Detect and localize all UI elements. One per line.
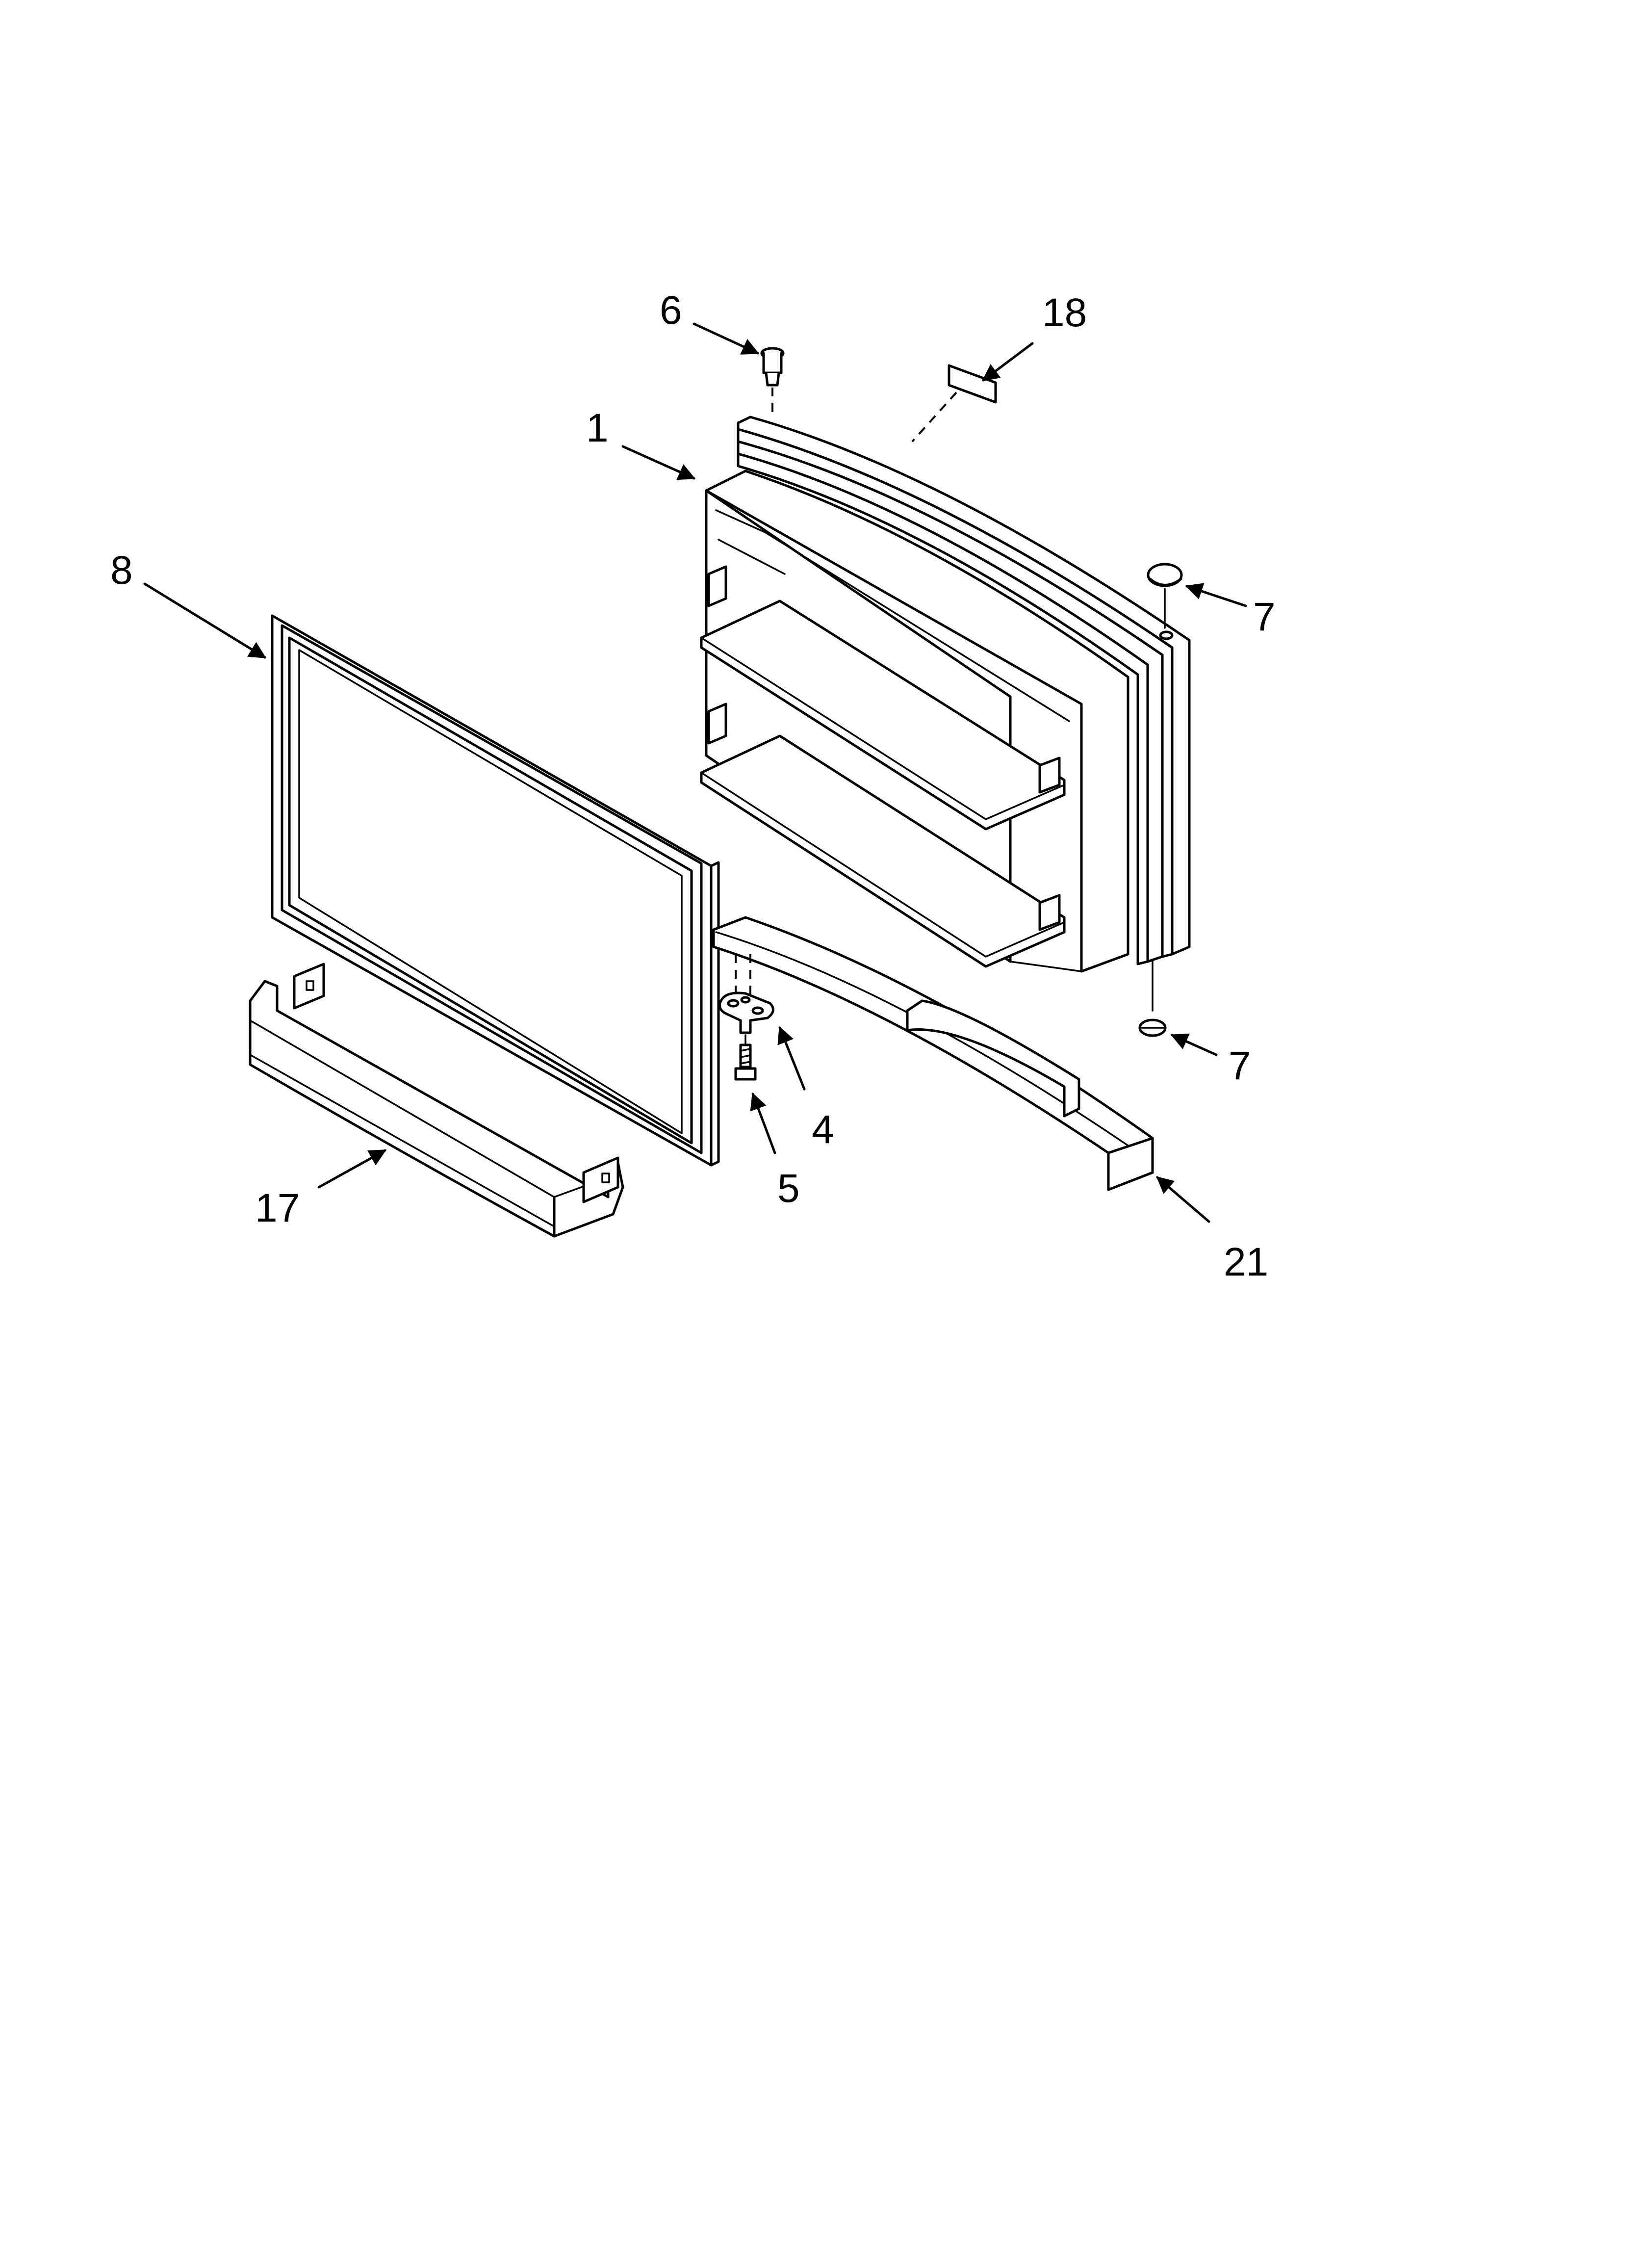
callout-part-5: 5 — [777, 1166, 800, 1211]
callout-part-1: 1 — [586, 406, 609, 450]
callout-part-6: 6 — [660, 288, 682, 333]
arrow-part-5 — [750, 1092, 776, 1154]
callout-part-8: 8 — [110, 548, 133, 593]
arrow-part-4 — [777, 1026, 806, 1091]
arrow-part-7-top — [1185, 583, 1247, 607]
screw-part — [734, 1034, 757, 1081]
door-liner-part — [700, 416, 1191, 973]
hinge-bracket-part — [718, 954, 774, 1034]
arrow-part-8 — [143, 582, 266, 659]
door-plug-top-part — [1147, 563, 1183, 640]
arrow-part-18 — [982, 342, 1034, 382]
callout-part-7-top: 7 — [1253, 595, 1276, 639]
door-gasket-part — [271, 614, 720, 1167]
callout-part-21: 21 — [1224, 1240, 1268, 1284]
callout-labels: 6 18 1 8 7 7 4 5 17 21 — [110, 288, 1276, 1284]
callout-part-7-bottom: 7 — [1229, 1043, 1251, 1088]
door-handle-part — [712, 916, 1154, 1191]
callout-part-4: 4 — [812, 1107, 834, 1152]
callout-part-17: 17 — [255, 1186, 300, 1230]
callout-part-18: 18 — [1042, 290, 1087, 335]
leader-arrows — [143, 322, 1247, 1223]
arrow-part-7-bottom — [1170, 1033, 1218, 1056]
hinge-pin-part — [760, 347, 785, 412]
shelf-bar-part — [249, 963, 624, 1238]
arrow-part-17 — [317, 1149, 387, 1189]
arrow-part-1 — [621, 445, 696, 480]
arrow-part-6 — [693, 322, 760, 355]
arrow-part-21 — [1156, 1176, 1210, 1223]
door-plug-bottom-part — [1138, 961, 1167, 1037]
label-part — [911, 364, 997, 443]
